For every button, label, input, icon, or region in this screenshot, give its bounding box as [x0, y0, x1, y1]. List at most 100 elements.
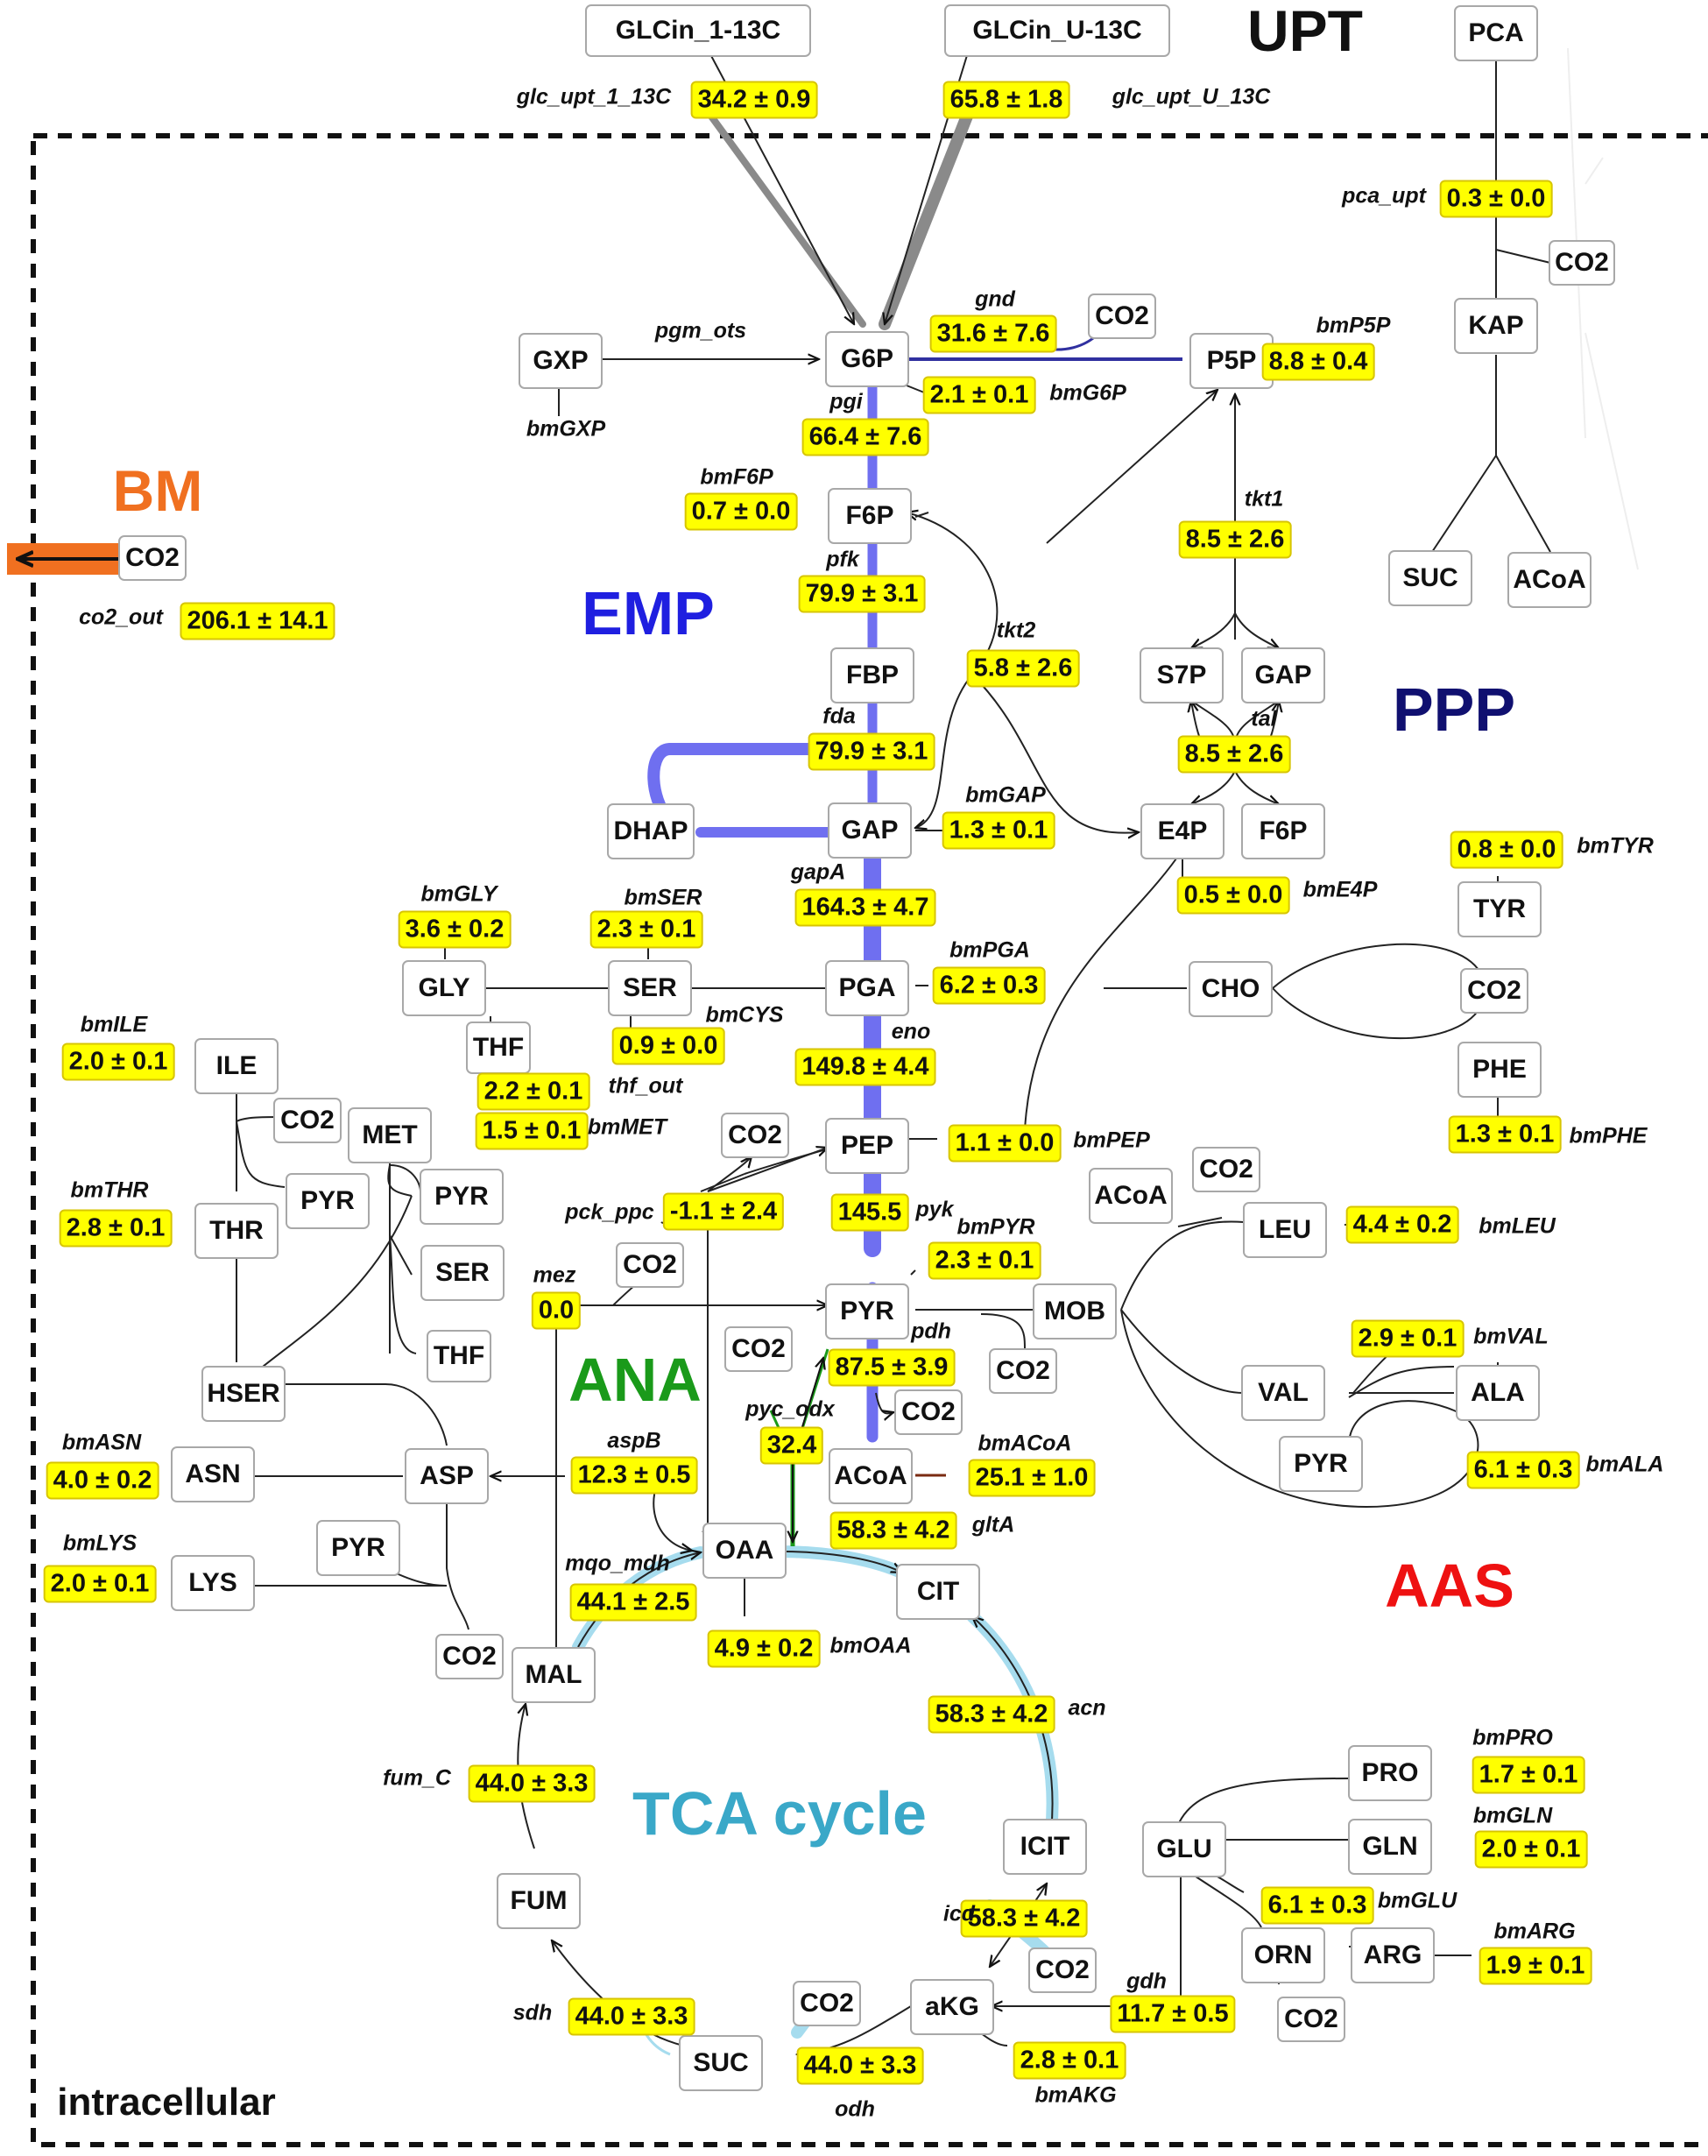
- node-co2-odh[interactable]: CO2: [793, 1981, 861, 2026]
- node-pyr-val[interactable]: PYR: [1279, 1436, 1363, 1492]
- node-orn[interactable]: ORN: [1241, 1927, 1325, 1983]
- region-bm: BM: [112, 458, 203, 523]
- node-thf[interactable]: THF: [466, 1021, 531, 1074]
- flux-bmLYS: 2.0 ± 0.1: [43, 1565, 157, 1603]
- node-co2-orn[interactable]: CO2: [1277, 1997, 1345, 2042]
- node-co2-bm[interactable]: CO2: [118, 535, 187, 581]
- node-gln[interactable]: GLN: [1348, 1819, 1432, 1875]
- node-gap[interactable]: GAP: [828, 802, 912, 859]
- node-ala[interactable]: ALA: [1456, 1365, 1540, 1421]
- rxn-sdh: sdh: [512, 2000, 553, 2025]
- node-co2-leu[interactable]: CO2: [1192, 1147, 1260, 1192]
- flux-bmPGA: 6.2 ± 0.3: [932, 966, 1046, 1005]
- node-pyr-lys[interactable]: PYR: [316, 1520, 400, 1576]
- node-pep[interactable]: PEP: [825, 1118, 909, 1174]
- node-fbp[interactable]: FBP: [830, 647, 914, 703]
- node-thf-met[interactable]: THF: [427, 1330, 491, 1382]
- node-pca[interactable]: PCA: [1454, 5, 1538, 61]
- node-acoa[interactable]: ACoA: [829, 1448, 913, 1504]
- rxn-glc-upt-1-13c: glc_upt_1_13C: [516, 84, 672, 110]
- flux-sdh: 44.0 ± 3.3: [568, 1997, 695, 2036]
- rxn-gapA: gapA: [790, 859, 846, 885]
- flux-bmOAA: 4.9 ± 0.2: [707, 1629, 821, 1668]
- node-co2-pdh[interactable]: CO2: [894, 1389, 963, 1435]
- node-tyr[interactable]: TYR: [1457, 881, 1542, 937]
- node-pyr[interactable]: PYR: [825, 1283, 909, 1340]
- node-suc[interactable]: SUC: [679, 2035, 763, 2091]
- node-cho[interactable]: CHO: [1189, 961, 1273, 1017]
- node-val[interactable]: VAL: [1241, 1365, 1325, 1421]
- node-glu[interactable]: GLU: [1142, 1821, 1226, 1877]
- flux-bmPYR: 2.3 ± 0.1: [928, 1241, 1041, 1280]
- rxn-bmLEU: bmLEU: [1479, 1213, 1556, 1239]
- node-co2-asp[interactable]: CO2: [435, 1634, 504, 1679]
- region-aas: AAS: [1385, 1552, 1514, 1620]
- node-co2-mob[interactable]: CO2: [989, 1348, 1057, 1394]
- upt-flux-bands: [706, 108, 974, 330]
- node-gly[interactable]: GLY: [402, 960, 486, 1016]
- rxn-pyc-odx: pyc_odx: [745, 1396, 835, 1422]
- node-phe[interactable]: PHE: [1457, 1042, 1542, 1098]
- node-pro[interactable]: PRO: [1348, 1745, 1432, 1801]
- node-co2-ile[interactable]: CO2: [273, 1098, 342, 1143]
- flux-bmMET: 1.5 ± 0.1: [475, 1112, 589, 1150]
- node-gxp[interactable]: GXP: [519, 333, 603, 389]
- node-s7p[interactable]: S7P: [1140, 647, 1224, 703]
- node-ser[interactable]: SER: [608, 960, 692, 1016]
- node-pga[interactable]: PGA: [825, 960, 909, 1016]
- flux-fda: 79.9 ± 3.1: [808, 732, 935, 771]
- node-f6p-ppp[interactable]: F6P: [1241, 803, 1325, 859]
- node-mob[interactable]: MOB: [1033, 1283, 1117, 1340]
- node-co2-pyc[interactable]: CO2: [724, 1326, 793, 1372]
- node-co2-pck[interactable]: CO2: [721, 1113, 789, 1158]
- node-akg[interactable]: aKG: [910, 1979, 994, 2035]
- node-co2-pca[interactable]: CO2: [1549, 240, 1615, 286]
- node-fum[interactable]: FUM: [497, 1873, 581, 1929]
- node-oaa[interactable]: OAA: [702, 1523, 787, 1579]
- rxn-co2-out: co2_out: [79, 604, 163, 630]
- node-leu[interactable]: LEU: [1243, 1202, 1327, 1258]
- rxn-bmPYR: bmPYR: [956, 1214, 1035, 1240]
- rxn-tkt2: tkt2: [996, 618, 1036, 643]
- node-co2-mez[interactable]: CO2: [616, 1242, 684, 1288]
- node-acoa-pca[interactable]: ACoA: [1507, 552, 1592, 608]
- node-kap[interactable]: KAP: [1454, 298, 1538, 354]
- node-g6p[interactable]: G6P: [825, 331, 909, 387]
- node-dhap[interactable]: DHAP: [607, 803, 695, 859]
- flux-bmGLN: 2.0 ± 0.1: [1474, 1830, 1588, 1869]
- node-thr[interactable]: THR: [194, 1203, 279, 1259]
- flux-bmTYR: 0.8 ± 0.0: [1450, 831, 1563, 869]
- node-pyr-met[interactable]: PYR: [420, 1169, 504, 1225]
- flux-glc-upt-u-13c: 65.8 ± 1.8: [942, 81, 1070, 119]
- intracellular-boundary: [31, 133, 1708, 2147]
- node-asn[interactable]: ASN: [171, 1446, 255, 1502]
- node-lys[interactable]: LYS: [171, 1555, 255, 1611]
- node-cit[interactable]: CIT: [896, 1564, 980, 1620]
- region-emp: EMP: [582, 579, 715, 647]
- node-co2-gnd[interactable]: CO2: [1088, 293, 1156, 339]
- node-asp[interactable]: ASP: [405, 1448, 489, 1504]
- node-met[interactable]: MET: [348, 1107, 432, 1163]
- node-co2-icd[interactable]: CO2: [1028, 1947, 1097, 1993]
- node-glcin-1-13c[interactable]: GLCin_1-13C: [585, 4, 811, 57]
- rxn-pdh: pdh: [911, 1318, 951, 1344]
- rxn-pgi: pgi: [829, 389, 863, 414]
- node-ser-met[interactable]: SER: [420, 1245, 505, 1301]
- node-icit[interactable]: ICIT: [1003, 1819, 1087, 1875]
- node-arg[interactable]: ARG: [1351, 1927, 1435, 1983]
- node-pyr-thr[interactable]: PYR: [286, 1173, 370, 1229]
- node-e4p[interactable]: E4P: [1140, 803, 1225, 859]
- node-mal[interactable]: MAL: [512, 1647, 596, 1703]
- node-co2-cho[interactable]: CO2: [1460, 968, 1528, 1014]
- rxn-mez: mez: [533, 1262, 576, 1288]
- node-f6p[interactable]: F6P: [828, 488, 912, 544]
- node-hser[interactable]: HSER: [201, 1366, 286, 1422]
- node-p5p[interactable]: P5P: [1189, 333, 1274, 389]
- node-gap-ppp[interactable]: GAP: [1241, 647, 1325, 703]
- rxn-gdh: gdh: [1126, 1969, 1167, 1994]
- node-ile[interactable]: ILE: [194, 1038, 279, 1094]
- node-suc-pca[interactable]: SUC: [1388, 550, 1472, 606]
- node-glcin-u-13c[interactable]: GLCin_U-13C: [944, 4, 1170, 57]
- rxn-bmACoA: bmACoA: [978, 1431, 1072, 1456]
- node-acoa-leu[interactable]: ACoA: [1089, 1168, 1173, 1224]
